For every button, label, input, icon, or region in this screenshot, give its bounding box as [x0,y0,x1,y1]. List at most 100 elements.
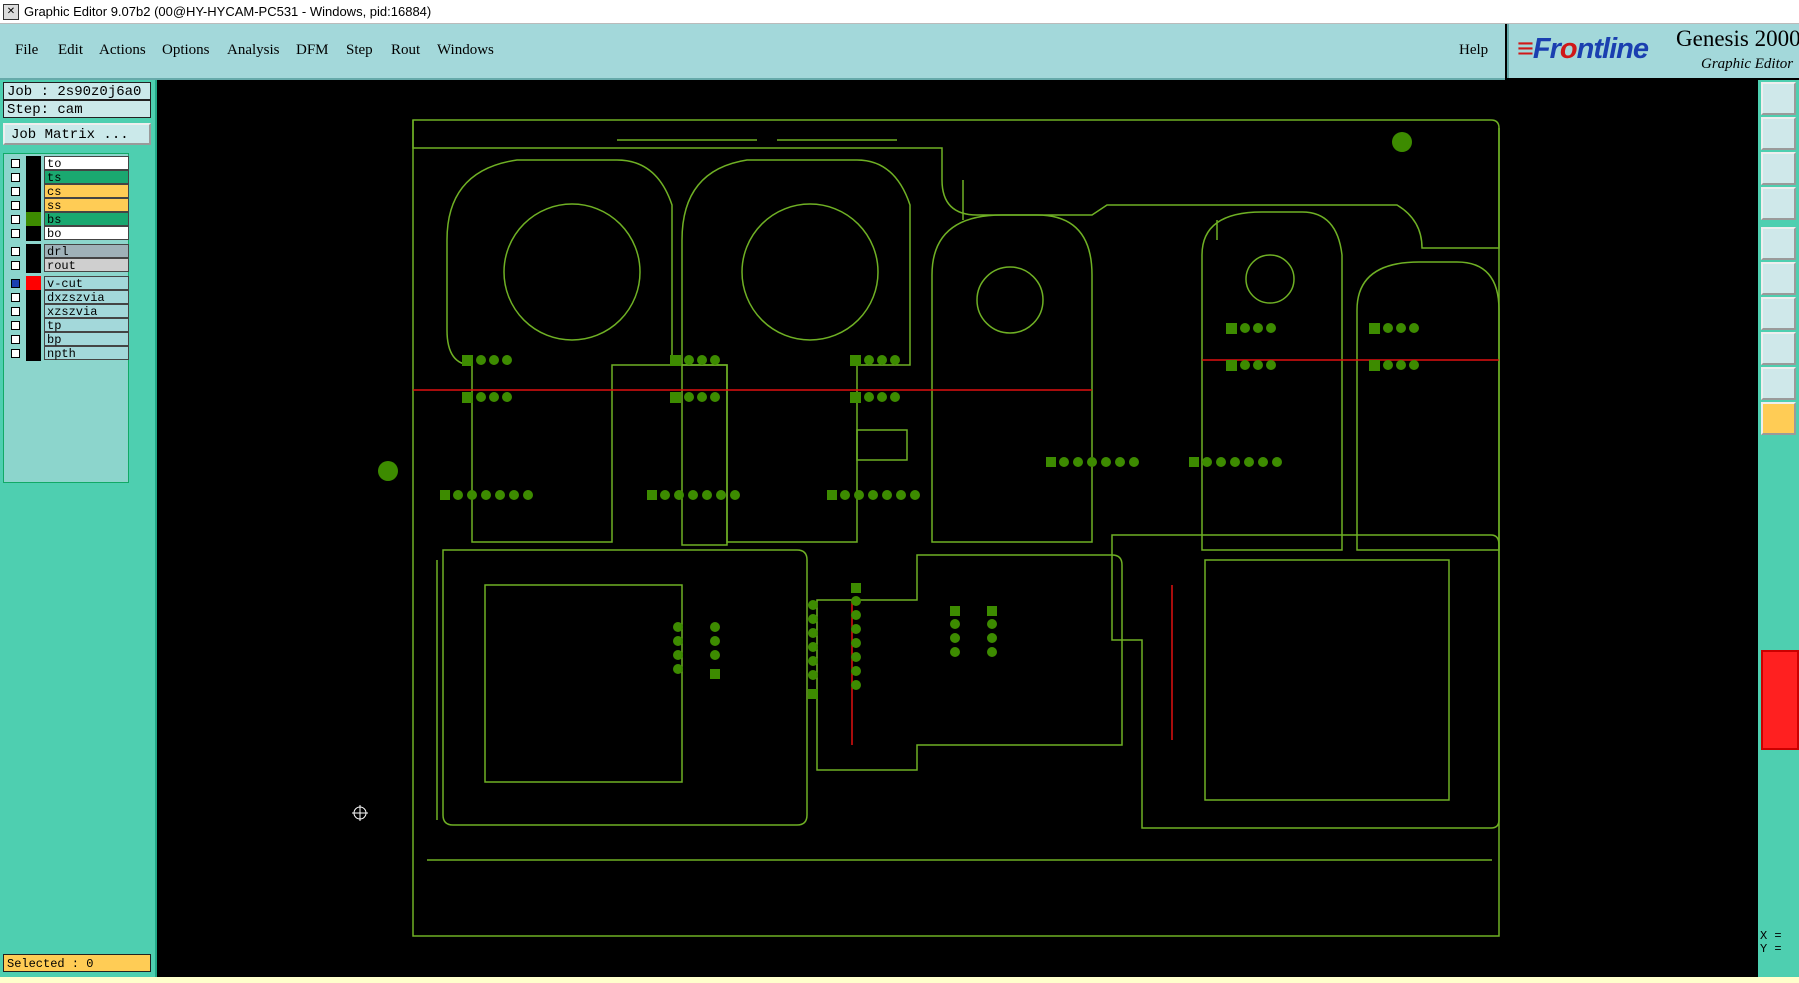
menu-windows[interactable]: Windows [437,42,494,58]
layer-name[interactable]: drl [44,244,129,259]
layer-color-swatch[interactable] [26,198,41,213]
layer-name[interactable]: rout [44,258,129,273]
menu-edit[interactable]: Edit [58,42,83,58]
layer-name[interactable]: dxzszvia [44,290,129,305]
menu-rout[interactable]: Rout [391,42,421,58]
layer-checkbox[interactable] [11,215,20,224]
hood-5 [1356,261,1500,551]
title-bar: ✕ Graphic Editor 9.07b2 (00@HY-HYCAM-PC5… [0,0,1799,24]
layer-checkbox[interactable] [11,173,20,182]
layer-name[interactable]: ss [44,198,129,213]
layer-checkbox[interactable] [11,279,20,288]
fit-icon[interactable] [1761,152,1796,185]
pointer-icon[interactable] [1761,402,1796,435]
lower-right-frame [1111,534,1500,829]
menu-step[interactable]: Step [346,42,373,58]
hood-4 [1201,211,1343,551]
layer-name[interactable]: v-cut [44,276,129,291]
layer-name[interactable]: npth [44,346,129,361]
frontline-logo: ≡Frontline [1517,33,1649,65]
layer-row-to[interactable]: to [6,156,129,171]
layer-row-bp[interactable]: bp [6,332,129,347]
layer-row-npth[interactable]: npth [6,346,129,361]
layer-row-bs[interactable]: bs [6,212,129,227]
layer-row-rout[interactable]: rout [6,258,129,273]
square-pad-left [484,584,683,783]
menu-dfm[interactable]: DFM [296,42,329,58]
job-matrix-button[interactable]: Job Matrix ... [3,123,151,145]
color-indicator [1761,650,1799,750]
layer-row-tp[interactable]: tp [6,318,129,333]
network-icon[interactable] [1761,262,1796,295]
pad-group [378,132,1419,699]
layer-color-swatch[interactable] [26,156,41,171]
square-pad-right [1204,559,1450,801]
layer-checkbox[interactable] [11,293,20,302]
layer-checkbox[interactable] [11,261,20,270]
layer-color-swatch[interactable] [26,346,41,361]
menu-file[interactable]: File [15,42,39,58]
layer-checkbox[interactable] [11,321,20,330]
layer-color-swatch[interactable] [26,276,41,291]
layer-checkbox[interactable] [11,201,20,210]
layer-name[interactable]: xzszvia [44,304,129,319]
layer-checkbox[interactable] [11,247,20,256]
left-panel: Job : 2s90z0j6a0 Step: cam Job Matrix ..… [0,80,157,977]
layer-name[interactable]: bo [44,226,129,241]
menu-help[interactable]: Help [1459,42,1489,58]
product-name: Genesis 2000 [1676,26,1799,51]
layer-row-v-cut[interactable]: v-cut [6,276,129,291]
layer-name[interactable]: to [44,156,129,171]
graphic-canvas[interactable] [157,80,1758,977]
layer-color-swatch[interactable] [26,304,41,319]
layer-row-dxzszvia[interactable]: dxzszvia [6,290,129,305]
layer-checkbox[interactable] [11,335,20,344]
layer-name[interactable]: bp [44,332,129,347]
layer-color-swatch[interactable] [26,226,41,241]
menu-analysis[interactable]: Analysis [227,42,280,58]
board-drawing [352,119,1500,937]
menu-actions[interactable]: Actions [99,42,146,58]
warning-icon[interactable] [1761,367,1796,400]
snapshot-icon[interactable] [1761,227,1796,260]
layer-color-swatch[interactable] [26,244,41,259]
layer-color-swatch[interactable] [26,184,41,199]
window-title: Graphic Editor 9.07b2 (00@HY-HYCAM-PC531… [24,4,432,19]
app-icon: ✕ [3,4,19,20]
layer-name[interactable]: bs [44,212,129,227]
menu-bar: File Edit Actions Options Analysis DFM S… [0,24,1505,80]
hood-2 [681,159,911,543]
layer-row-ts[interactable]: ts [6,170,129,185]
origin-marker [352,805,368,821]
layer-checkbox[interactable] [11,187,20,196]
layer-checkbox[interactable] [11,159,20,168]
layer-row-ss[interactable]: ss [6,198,129,213]
hood-3 [931,214,1093,543]
layer-color-swatch[interactable] [26,258,41,273]
layer-name[interactable]: cs [44,184,129,199]
feature-icon[interactable] [1761,332,1796,365]
layer-color-swatch[interactable] [26,290,41,305]
status-bar [0,977,1799,983]
layer-color-swatch[interactable] [26,318,41,333]
window-icon[interactable] [1761,117,1796,150]
measure-icon[interactable] [1761,297,1796,330]
layer-color-swatch[interactable] [26,332,41,347]
layer-name[interactable]: tp [44,318,129,333]
right-toolbar: X = Y = [1758,80,1799,977]
layer-row-drl[interactable]: drl [6,244,129,259]
layer-row-bo[interactable]: bo [6,226,129,241]
step-icon[interactable] [1761,82,1796,115]
menu-options[interactable]: Options [162,42,210,58]
layer-name[interactable]: ts [44,170,129,185]
layer-row-cs[interactable]: cs [6,184,129,199]
layer-color-swatch[interactable] [26,170,41,185]
layer-row-xzszvia[interactable]: xzszvia [6,304,129,319]
layer-color-swatch[interactable] [26,212,41,227]
layer-checkbox[interactable] [11,349,20,358]
layer-checkbox[interactable] [11,229,20,238]
coordinate-readout: X = Y = [1760,930,1782,956]
layer-checkbox[interactable] [11,307,20,316]
layers-icon[interactable] [1761,187,1796,220]
